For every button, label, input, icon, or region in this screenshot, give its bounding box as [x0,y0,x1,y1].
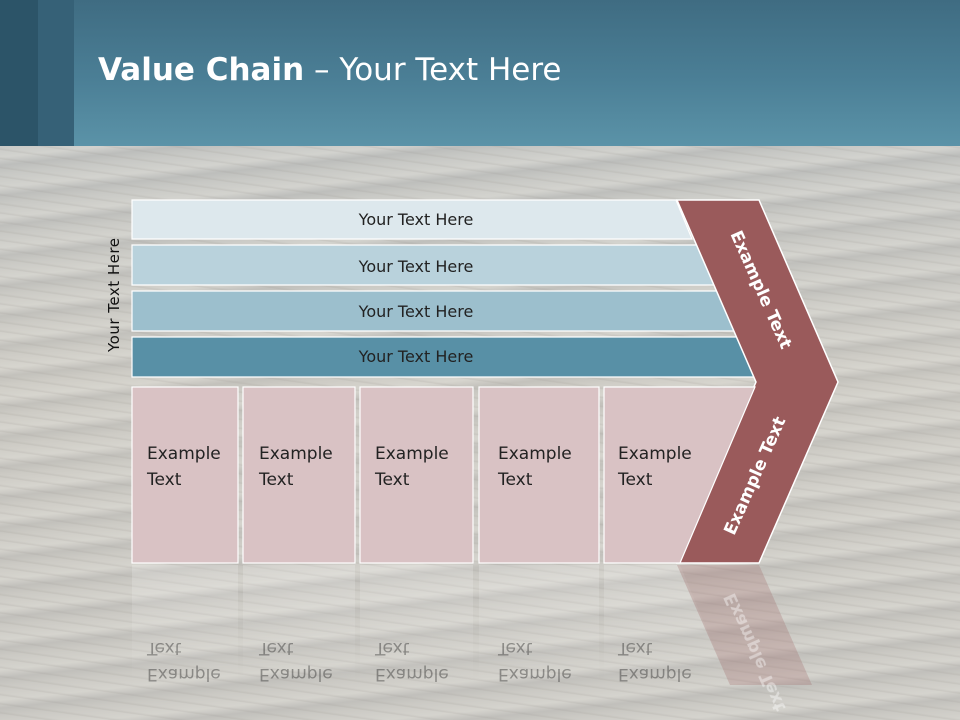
header-banner [0,0,960,146]
reflected-box-4-line2: Text [497,638,533,658]
reflected-box-1-line2: Text [146,638,182,658]
activity-box-3[interactable] [359,386,474,564]
reflected-box-3-line1: Example [375,664,449,684]
reflection-box-1 [132,565,238,685]
activity-box-2-line2: Text [258,470,294,490]
activity-box-4-line1: Example [498,444,572,464]
activity-box-1-line2: Text [146,470,182,490]
activity-box-5[interactable] [603,386,756,564]
activity-box-1[interactable] [131,386,239,564]
slide-title: Value Chain – Your Text Here [98,52,561,88]
activity-box-4[interactable] [478,386,600,564]
header-accent-band-secondary [38,0,74,146]
activity-box-3-line2: Text [374,470,410,490]
reflected-box-4-line1: Example [498,664,572,684]
reflection-box-4 [479,565,599,685]
bar-4-label: Your Text Here [358,347,474,366]
activity-box-2-line1: Example [259,444,333,464]
reflection-box-2 [243,565,355,685]
bar-2-label: Your Text Here [358,257,474,276]
reflection-box-3 [360,565,473,685]
reflected-box-3-line2: Text [374,638,410,658]
activity-box-5-line2: Text [617,470,653,490]
reflected-box-2-line2: Text [258,638,294,658]
slide-title-rest: – Your Text Here [304,52,562,88]
activity-box-4-line2: Text [497,470,533,490]
header-accent-band [0,0,38,146]
bar-3-label: Your Text Here [358,302,474,321]
activity-box-2[interactable] [242,386,356,564]
reflection-box-5 [604,565,730,685]
bar-1-label: Your Text Here [358,210,474,229]
reflected-box-5-line1: Example [618,664,692,684]
activity-box-5-line1: Example [618,444,692,464]
reflection-chevron [677,565,812,685]
reflected-box-2-line1: Example [259,664,333,684]
activity-box-3-line1: Example [375,444,449,464]
activity-box-1-line1: Example [147,444,221,464]
reflected-box-1-line1: Example [147,664,221,684]
reflected-box-5-line2: Text [617,638,653,658]
bar-1[interactable] [131,199,693,240]
diagram-reflection [132,565,812,685]
slide-title-bold: Value Chain [98,52,305,88]
